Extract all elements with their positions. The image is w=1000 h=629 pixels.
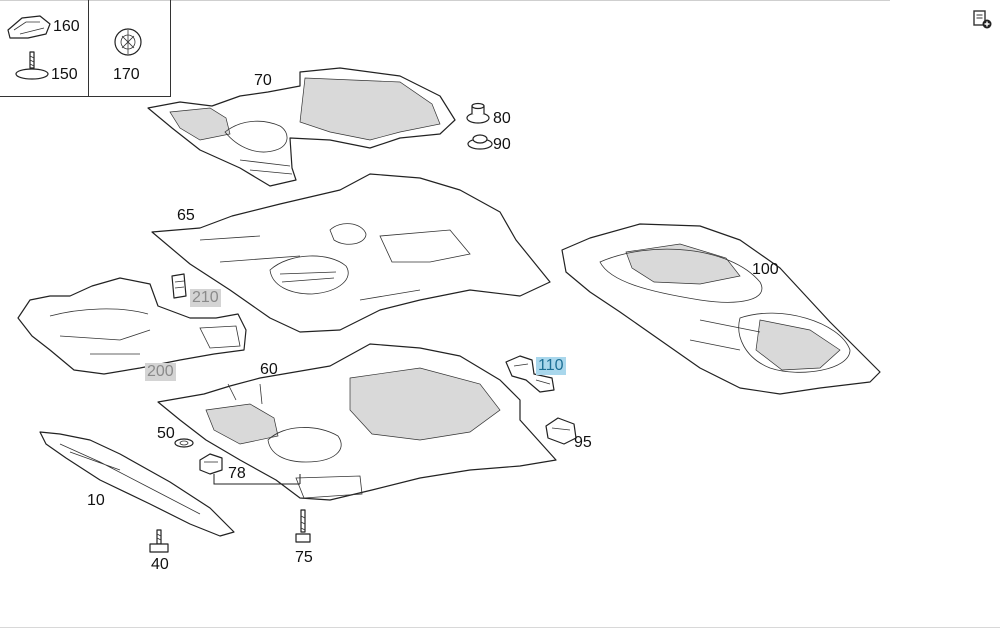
clip-95-icon — [545, 417, 577, 445]
nut-80-icon — [466, 102, 490, 124]
part-label-70[interactable]: 70 — [254, 72, 272, 89]
add-to-list-icon[interactable] — [972, 9, 992, 29]
part-label-78[interactable]: 78 — [228, 465, 246, 482]
clip-160-icon — [7, 15, 51, 39]
part-label-75[interactable]: 75 — [295, 549, 313, 566]
legend-divider — [88, 0, 89, 97]
top-divider — [0, 0, 890, 1]
screw-150-icon — [15, 51, 49, 80]
clip-78-icon — [199, 453, 223, 475]
washer-50-icon — [174, 438, 194, 448]
grommet-90-icon — [467, 134, 493, 150]
part-label-65[interactable]: 65 — [177, 207, 195, 224]
part-label-200[interactable]: 200 — [145, 363, 176, 381]
part-label-40[interactable]: 40 — [151, 556, 169, 573]
part-10-strip — [39, 431, 235, 537]
part-100-panel — [561, 223, 881, 395]
leader-78 — [213, 474, 301, 485]
part-200-shield — [17, 277, 247, 375]
part-label-170[interactable]: 170 — [113, 66, 140, 83]
part-label-10[interactable]: 10 — [87, 492, 105, 509]
part-label-150[interactable]: 150 — [51, 66, 78, 83]
clip-210-icon — [171, 273, 187, 299]
screw-75-icon — [295, 509, 311, 543]
bracket-110-icon — [505, 355, 555, 393]
part-label-90[interactable]: 90 — [493, 136, 511, 153]
part-65-panel — [151, 173, 551, 333]
part-label-95[interactable]: 95 — [574, 434, 592, 451]
part-label-80[interactable]: 80 — [493, 110, 511, 127]
part-label-60[interactable]: 60 — [260, 361, 278, 378]
small-parts-legend — [0, 0, 171, 97]
screw-40-icon — [149, 529, 169, 553]
part-label-100[interactable]: 100 — [752, 261, 779, 278]
part-70-panel — [147, 67, 456, 187]
part-label-210[interactable]: 210 — [190, 289, 221, 307]
part-label-50[interactable]: 50 — [157, 425, 175, 442]
bottom-divider — [0, 627, 1000, 628]
part-60-panel — [157, 343, 557, 501]
grommet-170-icon — [114, 28, 142, 56]
part-label-110[interactable]: 110 — [536, 357, 566, 375]
part-label-160[interactable]: 160 — [53, 18, 80, 35]
